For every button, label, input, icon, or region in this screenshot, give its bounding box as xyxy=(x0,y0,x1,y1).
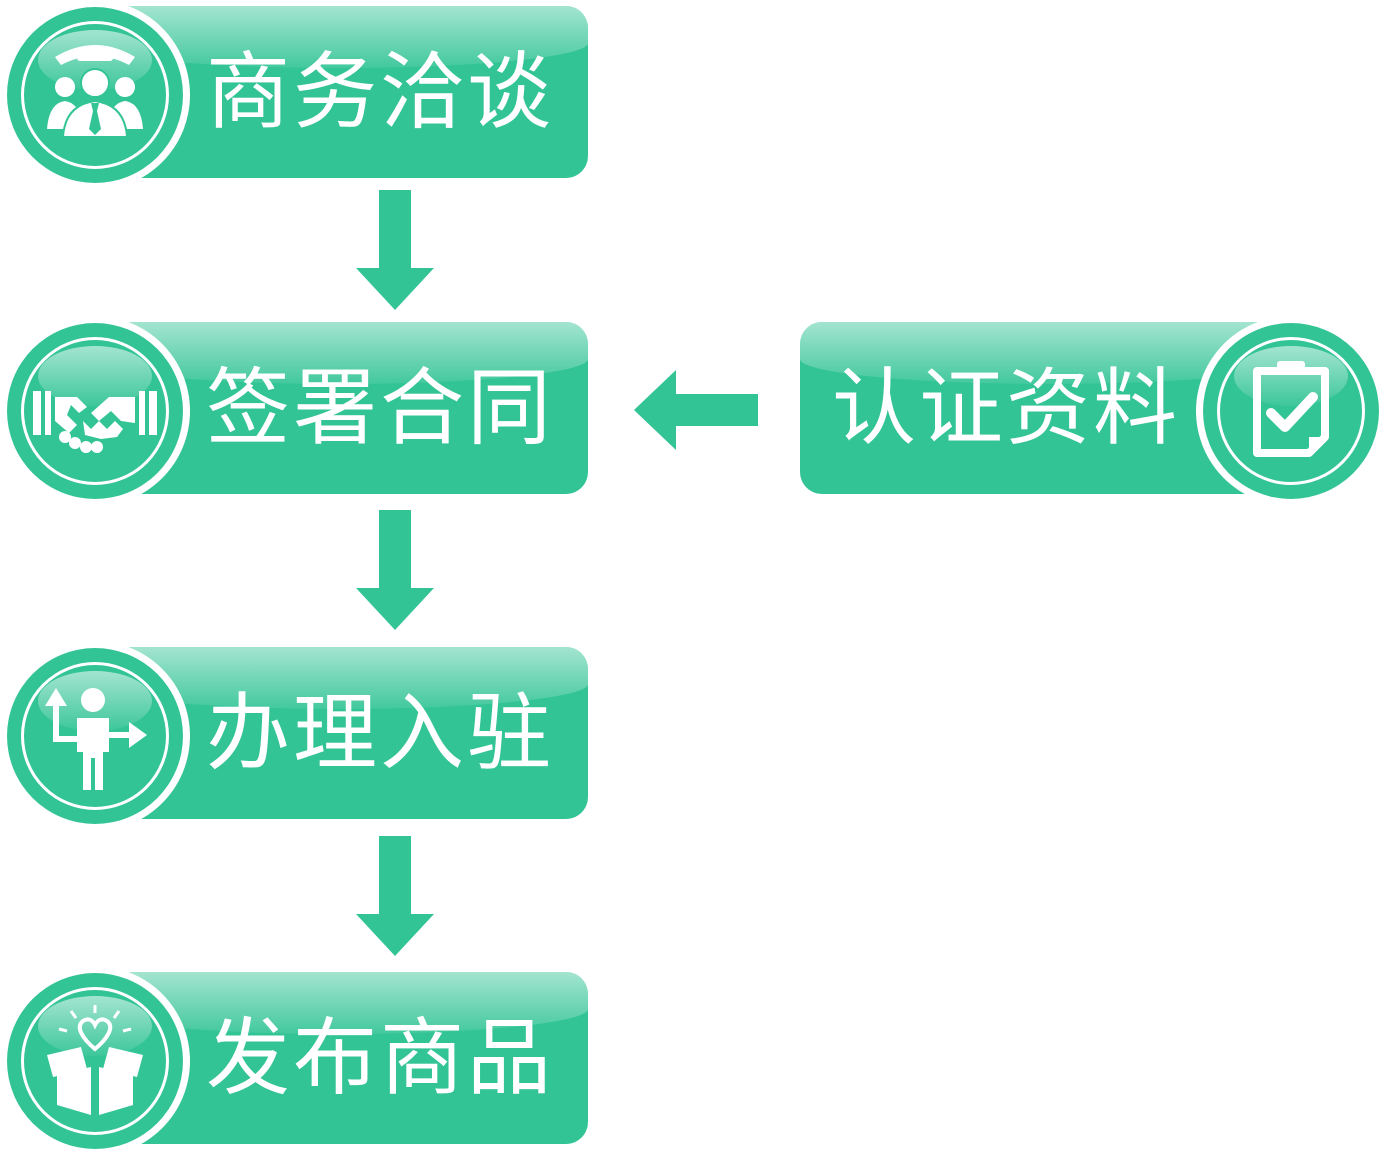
step-icon-disc xyxy=(1196,316,1386,506)
step-label: 认证资料 xyxy=(831,359,1180,457)
step-label: 商务洽谈 xyxy=(205,43,554,141)
step-icon-disc xyxy=(0,641,190,831)
clipboard-check-icon xyxy=(1253,361,1329,457)
step-icon-disc xyxy=(0,966,190,1156)
step-icon-disc xyxy=(0,316,190,506)
business-people-icon xyxy=(47,45,143,138)
arrow-down xyxy=(356,836,434,956)
person-arrows-icon xyxy=(45,688,147,790)
step-label: 签署合同 xyxy=(205,359,554,457)
step-certification-documents: 认证资料 xyxy=(800,316,1388,506)
step-pill: 认证资料 xyxy=(800,322,1298,494)
arrow-down xyxy=(356,510,434,630)
step-pill: 商务洽谈 xyxy=(90,6,588,178)
step-sign-contract: 签署合同 xyxy=(0,316,590,506)
open-box-heart-icon xyxy=(47,1005,143,1115)
arrow-down xyxy=(356,190,434,310)
handshake-icon xyxy=(33,391,157,453)
step-icon-disc xyxy=(0,0,190,190)
step-handle-settlement: 办理入驻 xyxy=(0,641,590,831)
step-business-negotiation: 商务洽谈 xyxy=(0,0,590,190)
step-label: 办理入驻 xyxy=(205,684,554,782)
step-label: 发布商品 xyxy=(205,1009,554,1107)
step-publish-products: 发布商品 xyxy=(0,966,590,1156)
arrow-left xyxy=(634,370,758,450)
